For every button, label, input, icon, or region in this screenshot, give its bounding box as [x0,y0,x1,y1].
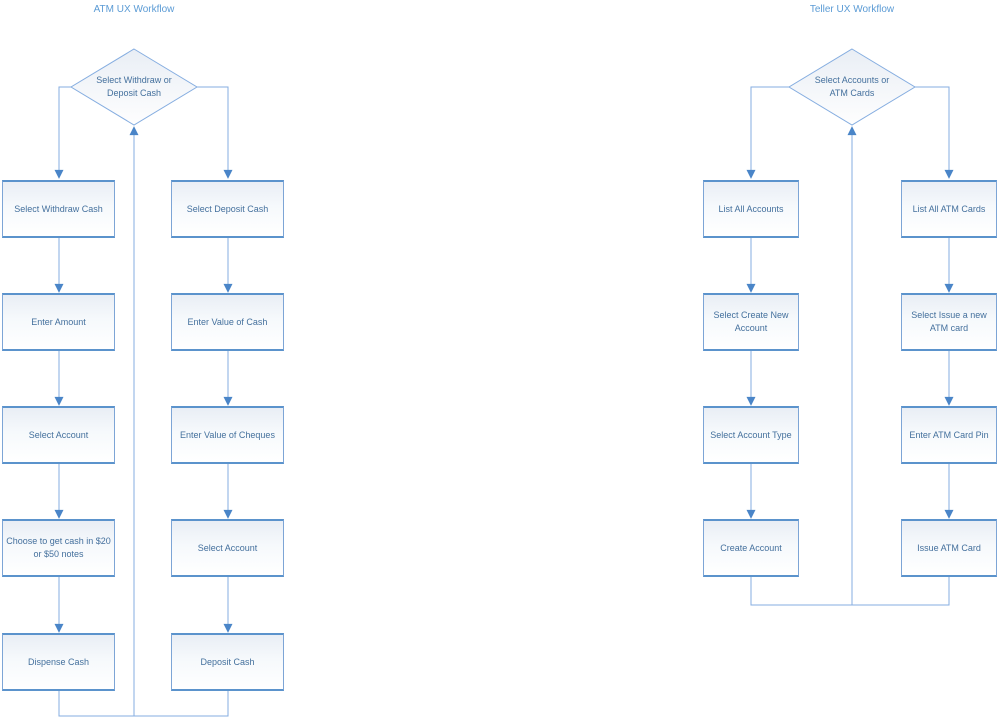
node-label: Enter ATM Card Pin [909,429,989,440]
node-select-deposit-cash[interactable]: Select Deposit Cash [171,180,284,238]
node-label: Select Withdraw Cash [14,203,103,214]
teller-conn-create-loop[interactable] [750,577,852,606]
node-list-all-accounts[interactable]: List All Accounts [703,180,799,238]
node-enter-value-of-cash[interactable]: Enter Value of Cash [171,293,284,351]
node-select-create-new-account[interactable]: Select Create New Account [703,293,799,351]
node-label: Issue ATM Card [917,542,981,553]
atm-conn-decision-to-withdraw[interactable] [54,86,71,179]
atm-workflow-title: ATM UX Workflow [93,4,175,15]
node-label: Select Account [28,429,89,440]
teller-decision-label: Select Accounts or ATM Cards [814,75,890,98]
node-label: Enter Value of Cash [187,316,268,327]
node-select-account-deposit[interactable]: Select Account [171,519,284,577]
node-label: Select Deposit Cash [186,203,269,214]
node-label: Select Account Type [710,429,792,440]
node-enter-value-of-cheques[interactable]: Enter Value of Cheques [171,406,284,464]
node-label: Enter Amount [31,316,86,327]
teller-conn-decision-to-cards[interactable] [915,86,954,179]
teller-decision-diamond[interactable] [788,48,916,126]
node-deposit-cash[interactable]: Deposit Cash [171,633,284,691]
teller-conn-issue-loop[interactable] [852,577,950,606]
node-label: Select Create New Account [713,310,789,333]
atm-decision-diamond[interactable] [70,48,198,126]
node-label: Deposit Cash [200,656,255,667]
atm-conn-dispense-loop[interactable] [58,691,134,717]
node-label: Choose to get cash in $20 or $50 notes [6,536,111,559]
node-choose-note-denominations[interactable]: Choose to get cash in $20 or $50 notes [2,519,115,577]
node-label: Select Issue a new ATM card [911,310,987,333]
atm-conn-deposit-loop[interactable] [134,691,229,717]
node-label: Enter Value of Cheques [180,429,275,440]
node-dispense-cash[interactable]: Dispense Cash [2,633,115,691]
node-enter-atm-card-pin[interactable]: Enter ATM Card Pin [901,406,997,464]
node-select-account-withdraw[interactable]: Select Account [2,406,115,464]
node-select-issue-new-atm-card[interactable]: Select Issue a new ATM card [901,293,997,351]
node-label: List All ATM Cards [912,203,986,214]
node-create-account[interactable]: Create Account [703,519,799,577]
node-enter-amount[interactable]: Enter Amount [2,293,115,351]
node-list-all-atm-cards[interactable]: List All ATM Cards [901,180,997,238]
atm-conn-decision-to-deposit[interactable] [197,86,233,179]
node-label: Create Account [720,542,782,553]
node-select-account-type[interactable]: Select Account Type [703,406,799,464]
atm-decision-label: Select Withdraw or Deposit Cash [96,75,172,98]
node-label: List All Accounts [718,203,784,214]
teller-workflow-title: Teller UX Workflow [809,4,895,15]
node-label: Dispense Cash [27,656,90,667]
node-label: Select Account [197,542,258,553]
teller-conn-decision-to-accounts[interactable] [746,86,789,179]
node-select-withdraw-cash[interactable]: Select Withdraw Cash [2,180,115,238]
node-issue-atm-card[interactable]: Issue ATM Card [901,519,997,577]
